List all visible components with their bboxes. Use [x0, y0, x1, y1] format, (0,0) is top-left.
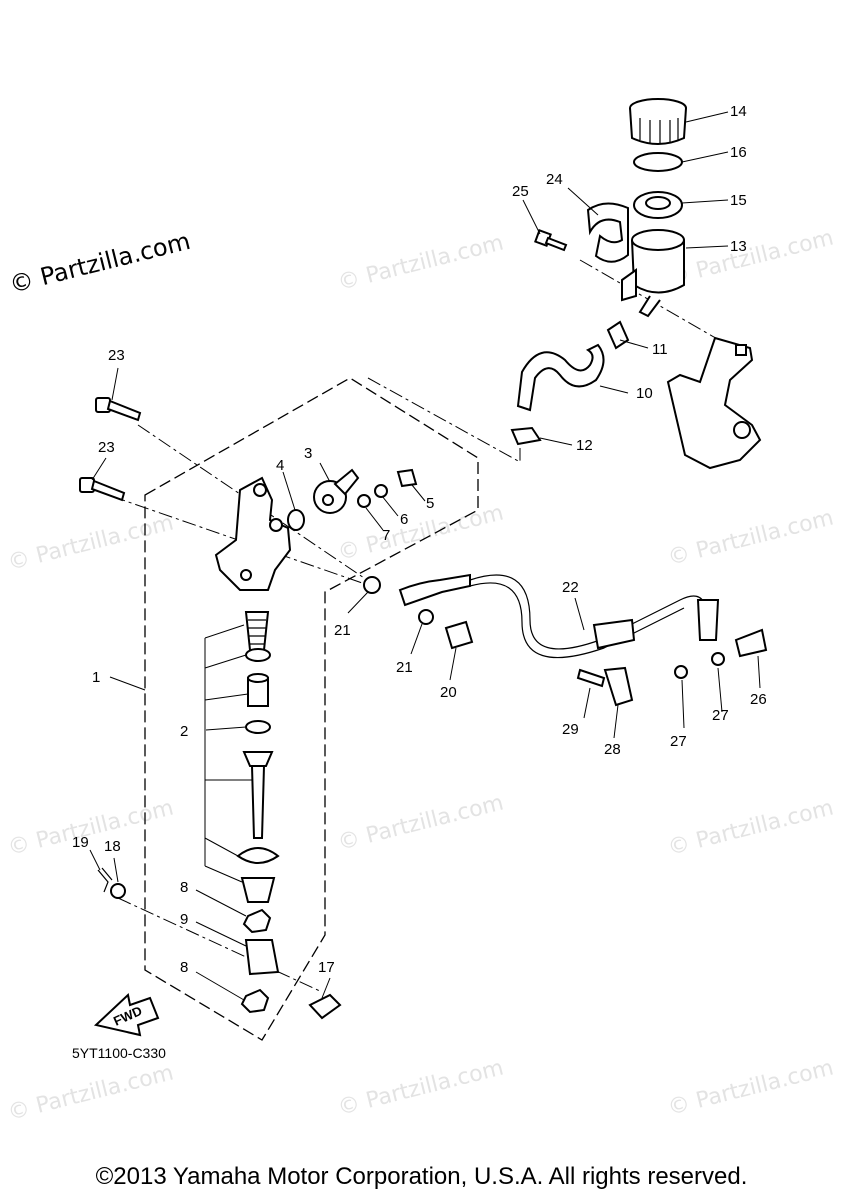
- callout-3: 3: [304, 445, 312, 462]
- callout-11: 11: [652, 341, 668, 358]
- watermark: © Partzilla.com: [335, 790, 506, 855]
- reservoir-bracket: [666, 336, 762, 470]
- watermark: © Partzilla.com: [665, 1055, 836, 1120]
- washer-21-lower: [418, 609, 434, 625]
- watermark: © Partzilla.com: [665, 225, 836, 290]
- callout-26: 26: [750, 691, 767, 708]
- callout-25: 25: [512, 183, 529, 200]
- callout-4: 4: [276, 457, 284, 474]
- centerline: [367, 377, 521, 463]
- reservoir-band: [586, 202, 629, 263]
- washer-18: [110, 883, 126, 899]
- callout-14: 14: [730, 103, 747, 120]
- callout-13: 13: [730, 238, 747, 255]
- callout-16: 16: [730, 144, 747, 161]
- callout-1: 1: [92, 669, 100, 686]
- watermark: © Partzilla.com: [665, 505, 836, 570]
- callout-24: 24: [546, 171, 563, 188]
- centerline: [137, 424, 371, 583]
- callout-27b: 27: [712, 707, 729, 724]
- copyright-notice: ©2013 Yamaha Motor Corporation, U.S.A. A…: [95, 1163, 748, 1190]
- bolt-23-upper: [95, 397, 142, 422]
- callout-9: 9: [180, 911, 188, 928]
- callout-22: 22: [562, 579, 579, 596]
- hose-clip: [510, 426, 542, 446]
- watermark: © Partzilla.com: [5, 510, 176, 575]
- watermark: © Partzilla.com: [5, 1060, 176, 1125]
- washer-21-upper: [363, 576, 381, 594]
- reservoir-tank: [621, 229, 685, 318]
- callout-28: 28: [604, 741, 621, 758]
- callout-8a: 8: [180, 879, 188, 896]
- centerline: [579, 259, 741, 353]
- callout-21b: 21: [396, 659, 413, 676]
- cotter-pin-19: [97, 867, 113, 893]
- leader-lines: [89, 111, 761, 1001]
- bolt-29: [576, 668, 606, 688]
- callout-5: 5: [426, 495, 434, 512]
- callout-20: 20: [440, 684, 457, 701]
- callout-27a: 27: [670, 733, 687, 750]
- callout-18: 18: [104, 838, 121, 855]
- piston-kit: [236, 611, 280, 1014]
- union-bolt-26: [734, 628, 768, 658]
- callout-2: 2: [180, 723, 188, 740]
- callout-7: 7: [382, 527, 390, 544]
- callout-6: 6: [400, 511, 408, 528]
- reservoir-cap: [629, 98, 687, 145]
- hose-guide-28: [603, 666, 634, 707]
- screw-25: [534, 229, 568, 252]
- callout-17: 17: [318, 959, 335, 976]
- partzilla-watermark: © Partzilla.com: [7, 227, 193, 299]
- hose-joint: [606, 320, 630, 350]
- washer-27-right: [711, 652, 725, 666]
- callout-21a: 21: [334, 622, 351, 639]
- union-bolt-20: [444, 620, 474, 650]
- brake-hose: [398, 573, 720, 659]
- bolt-5: [396, 468, 418, 488]
- bolt-23-lower: [79, 477, 126, 502]
- watermark: © Partzilla.com: [335, 500, 506, 565]
- callout-23b: 23: [98, 439, 115, 456]
- hose-joint-3: [313, 468, 360, 514]
- callout-23a: 23: [108, 347, 125, 364]
- watermark: © Partzilla.com: [335, 230, 506, 295]
- diagram-code: 5YT1100-C330: [72, 1045, 166, 1061]
- diaphragm-plate: [633, 152, 683, 172]
- callout-15: 15: [730, 192, 747, 209]
- centerline: [117, 897, 323, 993]
- callout-8b: 8: [180, 959, 188, 976]
- diaphragm: [633, 191, 683, 219]
- forward-arrow: FWD: [93, 993, 160, 1037]
- reservoir-hose: [516, 343, 605, 412]
- washer-6: [374, 484, 388, 498]
- washer-27-left: [674, 665, 688, 679]
- master-cylinder-body: [214, 476, 292, 591]
- callout-29: 29: [562, 721, 579, 738]
- washer-7: [357, 494, 371, 508]
- callout-10: 10: [636, 385, 653, 402]
- callouts: 1 2 3 4 5 6 7 8 9 8 10 11 12 13 14 15 16…: [72, 103, 767, 976]
- watermark: © Partzilla.com: [665, 795, 836, 860]
- assembly-outline-master-cylinder: [144, 377, 479, 1041]
- pin-17: [308, 993, 342, 1020]
- o-ring: [287, 509, 305, 531]
- callout-12: 12: [576, 437, 593, 454]
- watermark: © Partzilla.com: [335, 1055, 506, 1120]
- callout-19: 19: [72, 834, 89, 851]
